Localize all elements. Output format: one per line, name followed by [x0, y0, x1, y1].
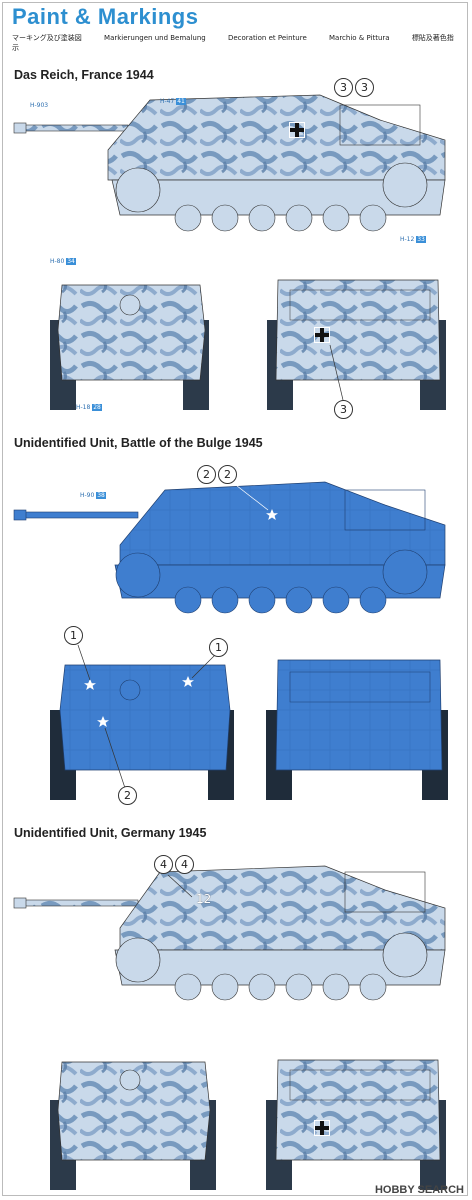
hull-number: 12 [196, 892, 212, 906]
front-view-2 [50, 644, 234, 800]
callout-marker: 3 [334, 400, 353, 419]
callout-marker: 4 [175, 855, 194, 874]
code-front-bottom-1: H-18 28 [76, 404, 102, 411]
rear-view-1 [267, 279, 446, 410]
code-turret-1: H-47 41 [160, 98, 186, 105]
callout-marker: 3 [334, 78, 353, 97]
section-label-2: Unidentified Unit, Battle of the Bulge 1… [14, 436, 263, 450]
subtitle-de: Markierungen und Bemalung [104, 34, 206, 42]
section-label-1: Das Reich, France 1944 [14, 68, 154, 82]
front-view-1 [50, 284, 209, 410]
callout-marker: 1 [209, 638, 228, 657]
code-barrel-2: H-90 38 [80, 492, 106, 499]
callout-marker: 2 [197, 465, 216, 484]
page-title: Paint & Markings [12, 4, 199, 29]
subtitle-row: マーキング及び塗装図 Markierungen und Bemalung Dec… [12, 33, 472, 53]
code-hull-1: H-12 33 [400, 236, 426, 243]
subtitle-fr: Decoration et Peinture [227, 34, 307, 42]
side-view-1 [13, 94, 446, 232]
code-barrel-1: H-903 [30, 102, 49, 109]
code-front-top-1: H-80 34 [50, 258, 76, 265]
callout-marker: 4 [154, 855, 173, 874]
callout-marker: 2 [118, 786, 137, 805]
section-label-3: Unidentified Unit, Germany 1945 [14, 826, 207, 840]
rear-view-3 [266, 1059, 446, 1190]
side-view-2 [13, 481, 446, 614]
subtitle-it: Marchio & Pittura [328, 34, 390, 42]
callout-marker: 2 [218, 465, 237, 484]
front-view-3 [50, 1061, 216, 1190]
rear-view-2 [266, 659, 448, 800]
callout-marker: 1 [64, 626, 83, 645]
subtitle-jp: マーキング及び塗装図 [12, 34, 82, 42]
subtitle-cn: 標貼及著色指示 [12, 34, 454, 52]
watermark: HOBBY SEARCH [374, 1184, 464, 1196]
side-view-3 [13, 865, 446, 1001]
callout-marker: 3 [355, 78, 374, 97]
